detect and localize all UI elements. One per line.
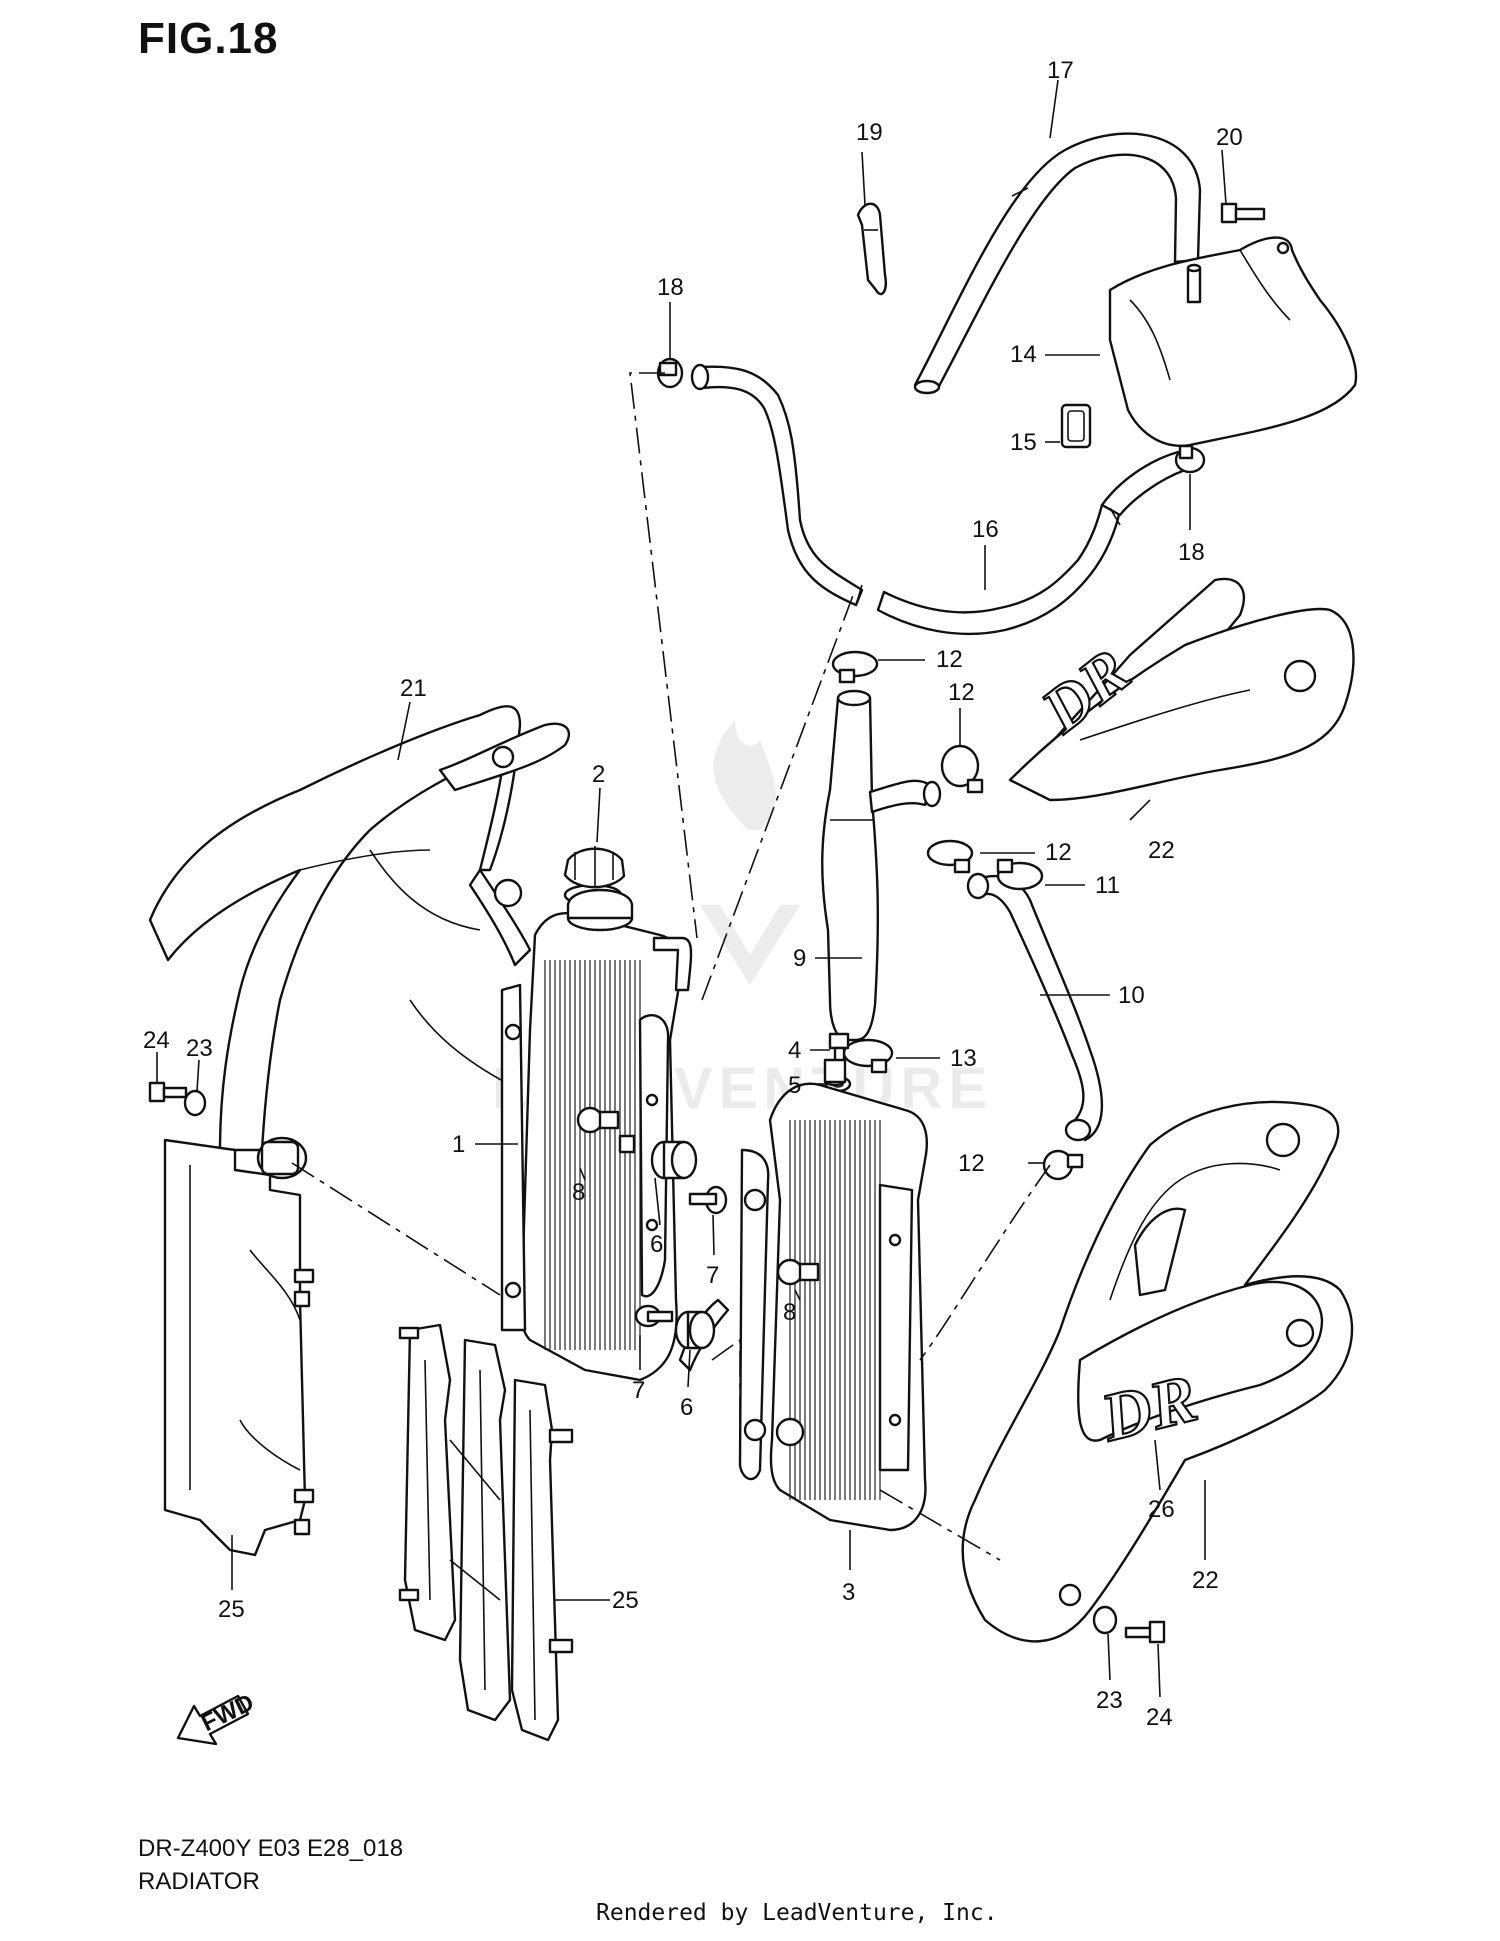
callout-23a: 23 [186,1035,213,1062]
model-code: DR-Z400Y E03 E28_018 [138,1835,404,1862]
callout-6b: 6 [680,1394,693,1421]
callout-14: 14 [1010,341,1037,368]
clamp-12-b [940,744,984,794]
radiator-left [500,888,730,1382]
radiator-left-fins [544,960,641,1350]
watermark-flame-icon [713,720,776,830]
reservoir-tank [1108,236,1358,447]
callout-18b: 18 [1178,539,1205,566]
clamp-18-lower [1174,444,1206,474]
bolt-20 [1220,202,1266,224]
callout-24b: 24 [1146,1704,1173,1731]
cushion-left-radiator [256,1136,308,1180]
callout-13: 13 [950,1045,977,1072]
cushion-23-right [1092,1605,1118,1635]
callout-25b: 25 [612,1587,639,1614]
section-name: RADIATOR [138,1868,260,1895]
callout-6a: 6 [650,1231,663,1258]
fwd-arrow-icon: FWD [176,1689,258,1746]
leader-lines [156,79,1227,1698]
callout-24a: 24 [143,1027,170,1054]
hose-16 [690,363,1187,636]
callout-20: 20 [1216,124,1243,151]
radiator-cover-left [148,705,571,1152]
bolt-7-upper [688,1185,728,1215]
callout-26: 26 [1148,1496,1175,1523]
callout-15: 15 [1010,429,1037,456]
callout-12b: 12 [948,679,975,706]
hose-10 [966,872,1104,1142]
bolt-24-right [1124,1620,1166,1644]
bolt-7-lower [634,1304,674,1328]
callout-22: 22 [1192,1567,1219,1594]
callout-19: 19 [856,119,883,146]
callout-9: 9 [793,945,806,972]
assembly-lines [291,372,1051,1561]
callout-23b: 23 [1096,1687,1123,1714]
emblem-21a-22a: DR [1008,577,1355,802]
callout-12a: 12 [936,646,963,673]
callout-3: 3 [842,1579,855,1606]
callout-labels: 17 19 20 18 14 15 18 16 12 12 22 12 11 9… [143,57,1243,1731]
radiator-louver-left [163,1138,315,1557]
callout-12c: 12 [1045,839,1072,866]
callout-17: 17 [1047,57,1074,84]
callout-8a: 8 [572,1179,585,1206]
figure-title: FIG.18 [138,14,279,63]
clamp-12-a [831,650,879,684]
callout-5: 5 [788,1072,801,1099]
cushion-23-left [183,1089,207,1117]
callout-7b: 7 [632,1377,645,1404]
cushion-6-lower [674,1310,716,1350]
callout-10: 10 [1118,982,1145,1009]
grommet-8-left [576,1106,620,1134]
hose-clip [856,202,887,296]
callout-7a: 7 [706,1262,719,1289]
callout-1: 1 [452,1131,465,1158]
clamp-11 [996,858,1044,891]
callout-16: 16 [972,516,999,543]
callout-2: 2 [592,761,605,788]
cushion-15 [1060,403,1092,449]
radiator-right [738,1058,928,1532]
callout-12d: 12 [958,1150,985,1177]
rendered-by-credit: Rendered by LeadVenture, Inc. [596,1900,998,1926]
callout-18a: 18 [657,274,684,301]
clamp-12-c [926,839,974,874]
callout-21: 21 [400,675,427,702]
watermark-v-icon [700,905,800,985]
radiator-louver-right [398,1323,574,1742]
hose-9 [821,689,942,1042]
callout-4: 4 [788,1037,801,1064]
callout-11: 11 [1095,872,1120,899]
callout-25a: 25 [218,1596,245,1623]
radiator-cover-right: DR [961,1100,1354,1643]
bolt-24-left [148,1081,188,1103]
cushion-6-upper [618,1134,698,1180]
fwd-label: FWD [197,1689,258,1737]
callout-21a-22a: 22 [1148,837,1175,864]
callout-8b: 8 [783,1299,796,1326]
clamp-12-d [1042,1149,1084,1181]
